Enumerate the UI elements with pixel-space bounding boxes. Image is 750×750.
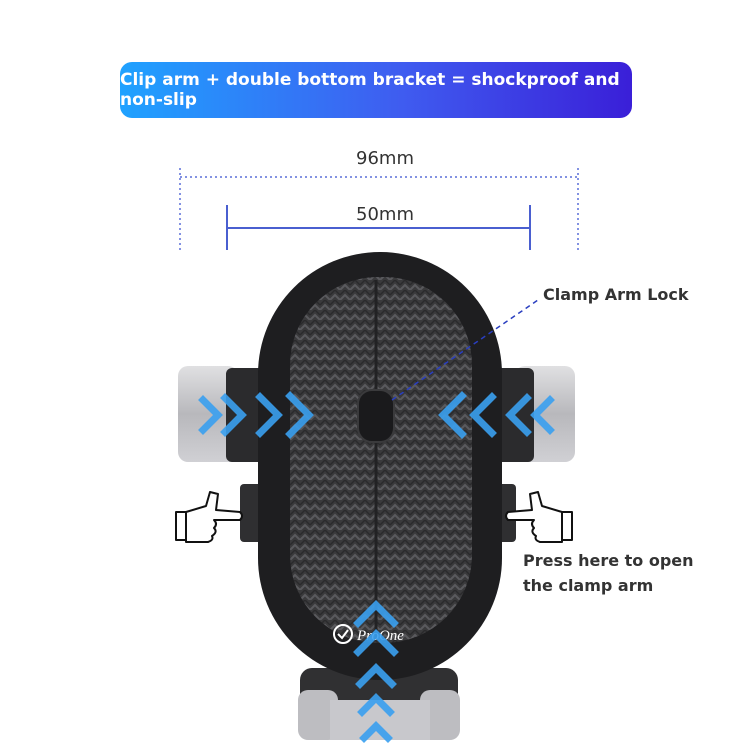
outer-width-label: 96mm	[356, 148, 414, 169]
inner-dimension-line	[226, 205, 531, 250]
chevron-left-icon	[438, 391, 555, 439]
pointing-hand-icon	[175, 491, 243, 543]
clamp-lock-leader-line	[391, 299, 539, 401]
press-callout-line1: Press here to open	[523, 551, 694, 570]
clamp-arm-lock-callout: Clamp Arm Lock	[543, 285, 689, 304]
carbon-panel	[290, 277, 472, 643]
chevron-up-icon	[353, 600, 399, 743]
clamp-arm-lock-knob[interactable]	[357, 389, 395, 443]
outer-dimension-line	[179, 168, 579, 250]
inner-width-label: 50mm	[356, 204, 414, 225]
chevron-right-icon	[198, 391, 314, 439]
left-clamp-arm	[178, 366, 266, 462]
pointing-hand-icon	[505, 491, 573, 543]
press-callout-line2: the clamp arm	[523, 576, 654, 595]
press-here-callout: Press here to open the clamp arm	[523, 548, 723, 598]
headline-text: Clip arm + double bottom bracket = shock…	[120, 70, 620, 110]
headline-banner: Clip arm + double bottom bracket = shock…	[120, 62, 632, 118]
